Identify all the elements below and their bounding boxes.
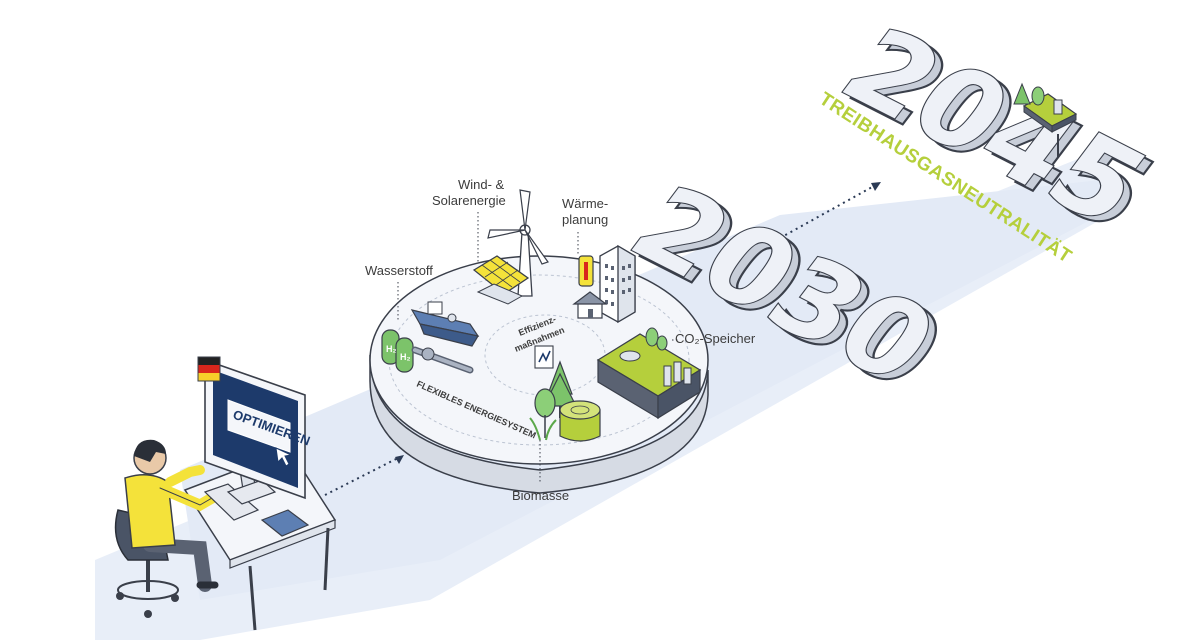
- svg-text:H₂: H₂: [386, 344, 397, 354]
- ship-icon: [410, 301, 480, 347]
- label-wind-solar-2: Solarenergie: [432, 193, 506, 208]
- label-waerme-1: Wärme-: [562, 196, 608, 211]
- svg-text:H₂: H₂: [400, 352, 411, 362]
- label-co2-speicher: CO₂-Speicher: [675, 331, 756, 346]
- label-biomasse: Biomasse: [512, 488, 569, 503]
- label-wasserstoff: Wasserstoff: [365, 263, 433, 278]
- cursor-hand-icon: [275, 447, 293, 467]
- person-at-computer: OPTIMIEREN: [114, 356, 337, 631]
- germany-flag-icon: [197, 356, 221, 382]
- label-leaders: [397, 212, 680, 482]
- keyboard: [203, 483, 260, 521]
- house-icon: [572, 291, 608, 319]
- label-wind-solar-1: Wind- &: [458, 177, 505, 192]
- tree-icon: [529, 360, 577, 441]
- biomass-bale-icon: [559, 400, 601, 442]
- arrow-2030-to-2045: [779, 182, 881, 239]
- label-waerme-2: planung: [562, 212, 608, 227]
- thermometer-icon: [578, 255, 594, 287]
- co2-storage-icon: [596, 327, 702, 420]
- lightning-icon: [534, 345, 554, 369]
- tree-icon: [1013, 82, 1078, 158]
- arrow-desk-to-system: [324, 455, 404, 496]
- pipeline: [411, 346, 474, 374]
- solar-panel-icon: [472, 255, 530, 305]
- tablet: [260, 509, 310, 537]
- hydrogen-tank-icon: H₂ H₂: [381, 329, 414, 373]
